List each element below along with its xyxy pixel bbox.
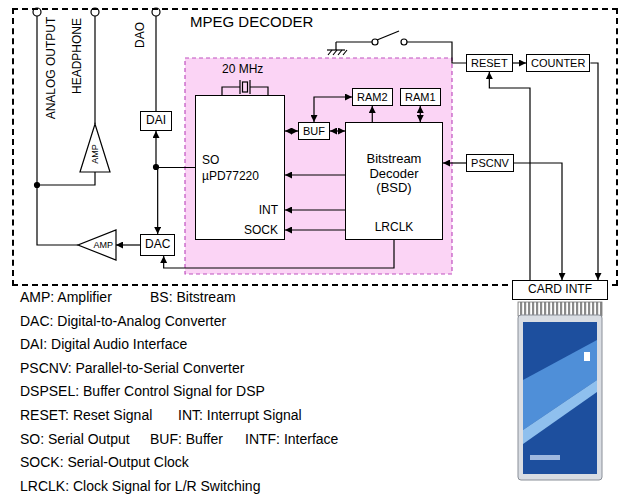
abbreviation-note: AMP: Amplifier: [20, 289, 112, 305]
card-mark: [530, 455, 560, 460]
node-text: BUF: [303, 125, 325, 138]
card-mark: [584, 352, 590, 361]
abbreviation-note: BS: Bitstream: [150, 289, 236, 305]
converter-box: PSCNV: [466, 154, 514, 172]
signal-connector: [330, 130, 345, 131]
amplifier-triangle: AMP: [80, 124, 110, 172]
signal-connector: [513, 62, 526, 63]
crystal-plate: [239, 80, 240, 94]
signal-connector: [116, 244, 140, 245]
ram-box: RAM2: [352, 88, 393, 106]
node-text: PSCNV: [471, 157, 509, 170]
signal-connector: [285, 209, 345, 210]
abbreviation-note: BUF: Buffer: [150, 431, 223, 447]
counter-box: COUNTER: [526, 54, 590, 72]
signal-connector: [37, 172, 95, 245]
abbreviation-note: DAI: Digital Audio Interface: [20, 336, 187, 352]
node-text: AMP: [90, 144, 100, 164]
abbreviation-note: INTF: Interface: [245, 431, 338, 447]
wire: [407, 42, 466, 63]
node-text: RAM1: [405, 91, 436, 104]
node-text: AMP: [93, 240, 113, 250]
pc-card-illustration: [518, 302, 602, 480]
amplifier-outline: [78, 230, 116, 260]
node-text: LRCLK: [346, 221, 442, 235]
amplifier-triangle: AMP: [78, 230, 116, 260]
signal-connector: [514, 163, 562, 280]
diagram-title: MPEG DECODER: [190, 13, 313, 30]
abbreviation-note: SO: Serial Output: [20, 431, 130, 447]
signal-connector: [314, 97, 352, 122]
node-text: RAM2: [357, 91, 388, 104]
switch-contact: [401, 39, 407, 45]
terminal-label: HEADPHONE: [71, 18, 85, 94]
wire: [336, 41, 372, 42]
signal-connector: [489, 72, 530, 280]
node-text: SO: [202, 154, 219, 168]
reset-switch: [327, 31, 466, 63]
decoder-chip: Bitstream Decoder (BSD) LRCLK: [345, 122, 443, 240]
reset-box: RESET: [466, 54, 513, 72]
crystal-lead: [250, 87, 268, 95]
ground-hatch: [338, 50, 342, 55]
signal-connector: [156, 131, 195, 168]
abbreviation-note: DSPSEL: Buffer Control Signal for DSP: [20, 383, 265, 399]
card-frame: [518, 315, 602, 480]
crystal-symbol: [222, 80, 268, 95]
signal-connector: [285, 229, 345, 230]
crystal-body: [243, 82, 248, 92]
ground-symbol: [335, 42, 336, 50]
abbreviation-note: INT: Interrupt Signal: [178, 407, 302, 423]
signal-connector: [443, 162, 466, 163]
converter-box: DAC: [140, 234, 175, 256]
headphone-wire: [94, 16, 95, 124]
buffer-box: BUF: [298, 122, 330, 140]
abbreviation-note: SOCK: Serial-Output Clock: [20, 454, 189, 470]
dao-wire: [155, 16, 156, 111]
analog-output-wire: [36, 16, 37, 185]
frequency-label: 20 MHz: [222, 63, 263, 77]
signal-connector: [372, 106, 373, 122]
terminal-label: DAO: [134, 22, 148, 48]
crystal-plate: [249, 80, 250, 94]
dsp-chip: SO µPD77220INT SOCK: [195, 95, 285, 240]
node-text: µPD77220: [202, 170, 259, 184]
abbreviation-note: PSCNV: Parallel-to-Serial Converter: [20, 360, 244, 376]
card-connector: [518, 302, 602, 316]
interface-box: DAI: [140, 111, 172, 131]
crystal-lead: [222, 87, 240, 95]
abbreviation-note: RESET: Reset Signal: [20, 407, 152, 423]
output-wiring: [33, 8, 160, 188]
node-text: SOCK: [244, 224, 278, 238]
ram-box: RAM1: [400, 88, 441, 106]
ground-hatch: [343, 50, 347, 55]
signal-connector: [285, 174, 345, 175]
switch-blade: [377, 31, 399, 40]
amplifier-outline: [80, 124, 110, 172]
signal-connector: [420, 106, 421, 122]
interface-box: CARD INTF: [512, 280, 608, 300]
ground-hatch: [333, 50, 337, 55]
node-text: CARD INTF: [528, 283, 592, 297]
node-text: COUNTER: [531, 57, 585, 70]
signal-connector: [590, 63, 598, 280]
signal-connector: [164, 240, 394, 268]
signal-connector: [285, 130, 298, 131]
terminal-label: ANALOG OUTPUT: [45, 17, 59, 120]
ground-hatch: [328, 50, 332, 55]
card-stripe: [523, 380, 597, 444]
dsp-board-region: [185, 58, 452, 274]
abbreviation-note: LRCLK: Clock Signal for L/R Switching: [20, 478, 260, 494]
node-text: INT: [259, 204, 278, 218]
node-text: RESET: [471, 57, 508, 70]
decoder-housing: MPEG DECODER SO µPD77220INT SOCK BUF RAM2 RAM1…: [12, 8, 618, 286]
node-text: DAC: [145, 238, 170, 252]
signal-connector: [158, 168, 195, 235]
node-text: DAI: [146, 114, 166, 128]
card-label: [523, 322, 597, 474]
node-text: Bitstream Decoder (BSD): [356, 152, 432, 197]
abbreviation-note: DAC: Digital-to-Analog Converter: [20, 313, 226, 329]
